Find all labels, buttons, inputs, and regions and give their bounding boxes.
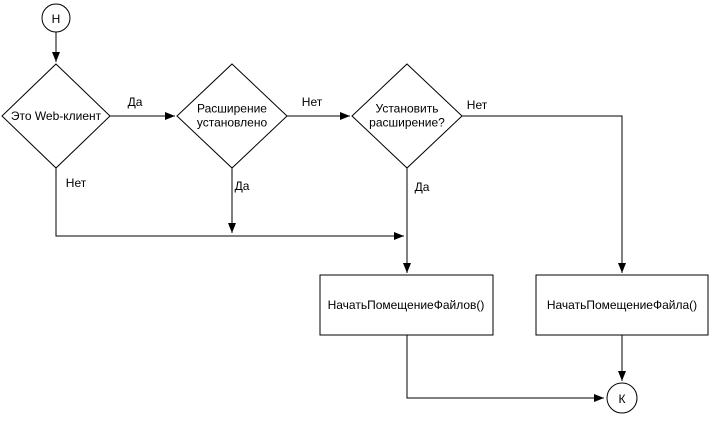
- edge-web-client-no: [55, 168, 404, 240]
- edge-put-files-to-end: [406, 335, 604, 402]
- decision-web-client-shape: [1, 63, 111, 169]
- start-node-circle: [41, 3, 71, 33]
- edge-install-extension-no: [462, 115, 626, 273]
- decision-extension-installed-shape: [176, 63, 288, 169]
- process-start-put-file-shape: [535, 274, 709, 336]
- process-start-put-files-shape: [319, 274, 494, 336]
- decision-install-extension-shape: [351, 63, 463, 169]
- end-node-circle: [606, 382, 638, 414]
